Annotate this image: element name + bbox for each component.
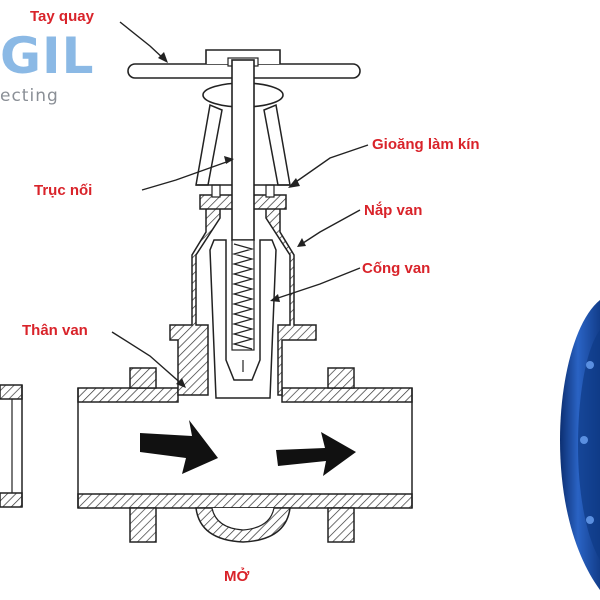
brand-logo-tagline: ecting bbox=[0, 86, 59, 106]
leader-seal bbox=[289, 144, 369, 187]
flow-arrows bbox=[140, 420, 356, 476]
leader-stem bbox=[141, 159, 233, 191]
label-handwheel: Tay quay bbox=[30, 8, 94, 25]
bonnet bbox=[169, 184, 317, 396]
leader-gate bbox=[271, 267, 361, 301]
leader-body bbox=[111, 331, 185, 387]
leader-lines bbox=[111, 21, 369, 387]
flow-arrow-right bbox=[276, 432, 356, 476]
stem bbox=[231, 59, 255, 351]
label-gate: Cống van bbox=[362, 260, 431, 277]
label-stem: Trục nối bbox=[34, 182, 93, 199]
yoke bbox=[195, 103, 291, 186]
brand-logo-watermark: GIL ecting bbox=[0, 28, 94, 113]
left-partial-pipe bbox=[0, 384, 23, 508]
label-open-state: MỞ bbox=[224, 568, 250, 585]
label-seal: Gioăng làm kín bbox=[372, 136, 480, 153]
flow-arrow-left bbox=[140, 420, 218, 474]
label-bonnet: Nắp van bbox=[364, 202, 423, 219]
leader-handwheel bbox=[119, 21, 166, 61]
blue-valve-photo bbox=[560, 300, 600, 590]
leader-bonnet bbox=[299, 209, 361, 246]
stem-thread bbox=[231, 239, 255, 351]
gate-wedge bbox=[209, 239, 277, 399]
valve-body-pipe bbox=[77, 367, 413, 543]
leader-arrowheads bbox=[158, 52, 306, 388]
brand-logo-text: GIL bbox=[0, 27, 95, 85]
label-body: Thân van bbox=[22, 322, 88, 339]
